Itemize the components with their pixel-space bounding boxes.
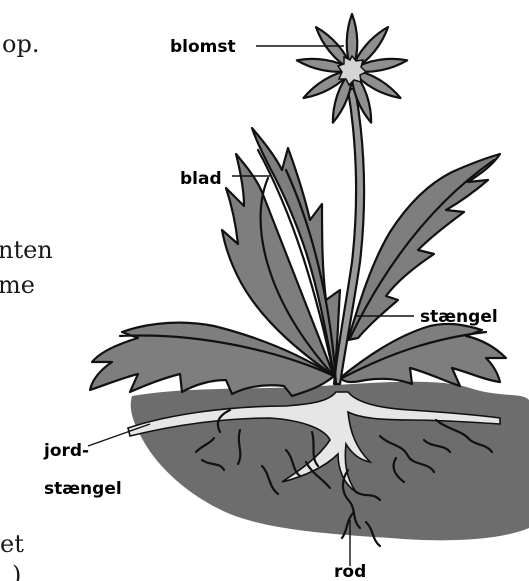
label-stem: stængel xyxy=(420,307,498,327)
label-rhizome: stængel xyxy=(44,479,122,499)
side-text-line: et xyxy=(0,530,24,558)
label-rhizome: jord- xyxy=(43,441,89,461)
side-text-line: me xyxy=(0,271,35,299)
side-text-line: ) xyxy=(12,561,21,581)
label-root: rod xyxy=(334,562,366,581)
side-text-line: op. xyxy=(2,30,39,58)
label-leaf: blad xyxy=(180,169,222,189)
label-flower: blomst xyxy=(170,37,236,57)
side-text-line: nten xyxy=(0,236,53,264)
